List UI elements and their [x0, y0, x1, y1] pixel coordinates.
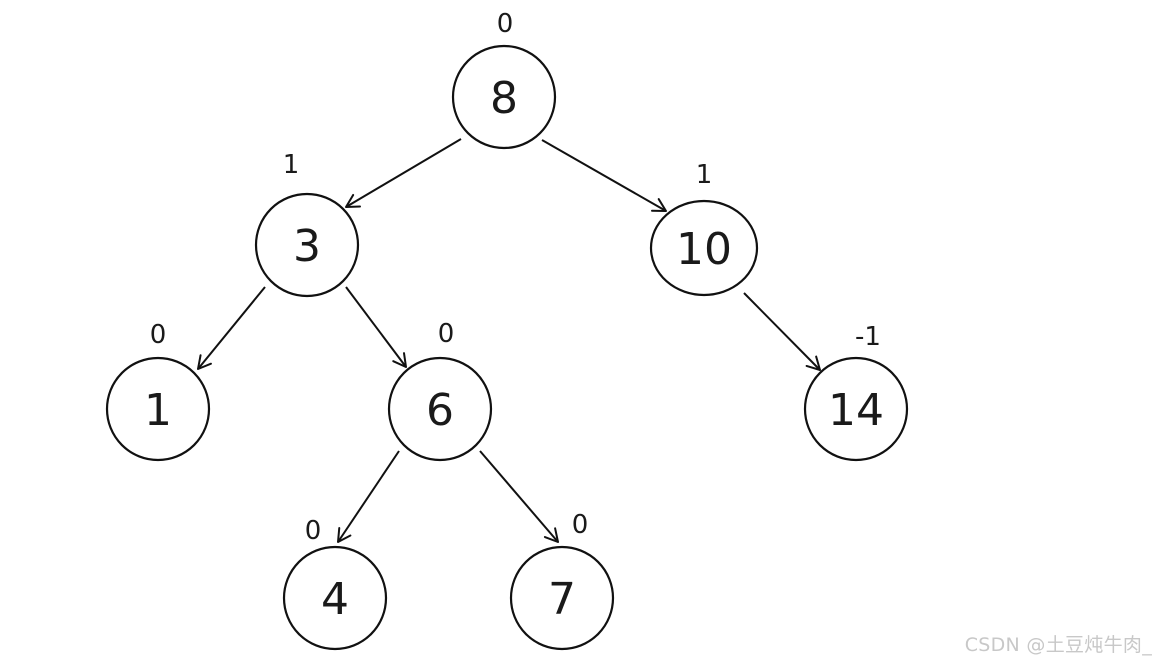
balance-factor-label: 1 — [283, 150, 300, 180]
arrowhead — [337, 527, 352, 543]
node-value: 3 — [293, 221, 321, 272]
arrowhead — [805, 355, 821, 371]
tree-node-10: 10 1 — [649, 160, 759, 297]
node-value: 7 — [548, 574, 576, 625]
edge-n10-n14 — [743, 292, 821, 371]
watermark: CSDN @土豆炖牛肉_ — [964, 634, 1152, 656]
edge-line — [479, 450, 559, 543]
arrowhead — [197, 354, 212, 370]
node-value: 6 — [426, 385, 454, 436]
node-value: 4 — [321, 574, 349, 625]
node-value: 10 — [676, 224, 732, 275]
balance-factor-label: 0 — [150, 320, 167, 350]
balance-factor-label: 0 — [497, 9, 514, 39]
arrowhead — [651, 198, 667, 212]
arrowhead — [392, 352, 407, 368]
edge-line — [197, 286, 266, 370]
edge-n8-n10 — [541, 139, 667, 212]
node-circle — [105, 356, 211, 462]
tree-node-3: 31 — [254, 150, 360, 298]
tree-node-4: 40 — [282, 516, 388, 651]
tree-node-14: 14 -1 — [803, 322, 909, 462]
edge-n3-n6 — [345, 286, 407, 368]
tree-node-7: 70 — [509, 510, 615, 651]
edge-n6-n7 — [479, 450, 559, 543]
balance-factor-label: 0 — [572, 510, 589, 540]
edge-line — [541, 139, 667, 212]
arrowhead — [345, 193, 361, 208]
node-value: 8 — [490, 73, 518, 124]
balance-factor-label: 1 — [696, 160, 713, 190]
balance-factor-label: -1 — [855, 322, 881, 352]
edge-n8-n3 — [345, 138, 462, 208]
node-circle — [254, 192, 360, 298]
node-value: 14 — [828, 385, 884, 436]
node-circle — [387, 356, 493, 462]
node-value: 1 — [144, 385, 172, 436]
tree-node-6: 60 — [387, 319, 493, 462]
edges-layer — [197, 138, 821, 543]
edge-line — [743, 292, 821, 371]
tree-node-1: 10 — [105, 320, 211, 462]
edge-n3-n1 — [197, 286, 266, 370]
node-circle — [282, 545, 388, 651]
balance-factor-label: 0 — [305, 516, 322, 546]
edge-n6-n4 — [337, 450, 400, 543]
node-circle — [803, 356, 909, 462]
tree-node-8: 80 — [451, 9, 557, 150]
arrowhead — [543, 527, 559, 543]
edge-line — [337, 450, 400, 543]
edge-line — [345, 286, 407, 368]
node-circle — [649, 199, 759, 297]
node-circle — [509, 545, 615, 651]
balance-factor-label: 0 — [438, 319, 455, 349]
edge-line — [345, 138, 462, 208]
node-circle — [451, 44, 557, 150]
